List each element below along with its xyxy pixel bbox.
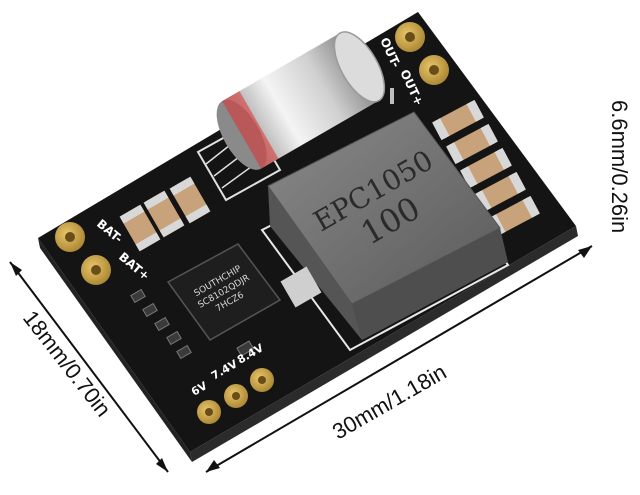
power-inductor: EPC1050 100 (267, 111, 508, 340)
pad-hole (65, 232, 75, 242)
output-capacitors (432, 99, 540, 237)
electrolytic-capacitor (216, 31, 394, 170)
height-dimension: 6.6mm/0.26in (607, 100, 632, 233)
pcb-edge (190, 226, 578, 462)
pad-hole (91, 265, 101, 275)
input-capacitors (119, 176, 211, 252)
ic-chip: SOUTHCHIP SC8102QDJR 7HCZ6 (166, 243, 282, 341)
length-label: 30mm/1.18in (328, 359, 451, 444)
pad-hole (405, 32, 415, 42)
pad-hole (232, 392, 240, 400)
pad-hole (205, 408, 213, 416)
pad-hole (258, 376, 266, 384)
pcb-edge-left (38, 238, 192, 462)
height-label: 6.6mm/0.26in (607, 100, 632, 233)
pad-hole (429, 65, 439, 75)
